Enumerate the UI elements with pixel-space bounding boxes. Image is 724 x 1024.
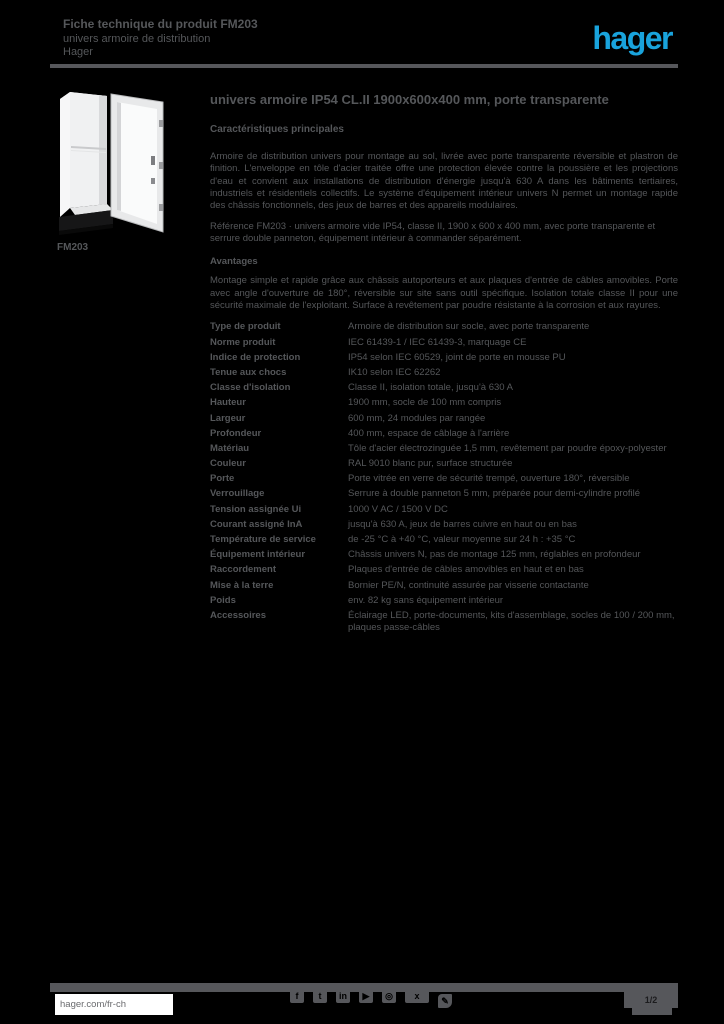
spec-row: Type de produit Armoire de distribution s… xyxy=(210,321,678,333)
spec-value: Armoire de distribution sur socle, avec … xyxy=(348,321,590,333)
spec-label: Profondeur xyxy=(210,427,262,439)
spec-value: IEC 61439-1 / IEC 61439-3, marquage CE xyxy=(348,336,527,348)
xing-icon[interactable]: x xyxy=(405,989,429,1003)
youtube-icon[interactable]: ▶ xyxy=(359,989,373,1003)
product-title: univers armoire IP54 CL.II 1900x600x400 … xyxy=(210,92,609,107)
spec-label: Type de produit xyxy=(210,321,281,333)
characteristics-table: Type de produit Armoire de distribution s… xyxy=(210,321,678,633)
header-divider xyxy=(50,64,678,68)
spec-row: Largeur 600 mm, 24 modules par rangée xyxy=(210,413,678,425)
enclosure-illustration xyxy=(59,92,164,235)
spec-value: Porte vitrée en verre de sécurité trempé… xyxy=(348,473,630,485)
spec-row: Raccordement Plaques d'entrée de câbles a… xyxy=(210,564,678,576)
header-title-line3: Hager xyxy=(63,46,93,58)
section-heading: Avantages xyxy=(210,256,258,268)
spec-label: Tenue aux chocs xyxy=(210,366,287,378)
spec-value: IK10 selon IEC 62262 xyxy=(348,366,441,378)
page-number-tab xyxy=(632,1008,672,1015)
spec-row: Matériau Tôle d'acier électrozinguée 1,5 … xyxy=(210,443,678,455)
spec-label: Mise à la terre xyxy=(210,579,274,591)
spec-value: 400 mm, espace de câblage à l'arrière xyxy=(348,427,510,439)
spec-value: RAL 9010 blanc pur, surface structurée xyxy=(348,458,513,470)
spec-value: Serrure à double panneton 5 mm, préparée… xyxy=(348,488,641,500)
twitter-icon[interactable]: t xyxy=(313,989,327,1003)
spec-label: Porte xyxy=(210,473,235,485)
spec-label: Couleur xyxy=(210,458,246,470)
page-number-badge: 1/2 xyxy=(624,992,678,1008)
linkedin-icon[interactable]: in xyxy=(336,989,350,1003)
spec-label: Norme produit xyxy=(210,336,276,348)
spec-row: Température de service de -25 °C à +40 °C… xyxy=(210,534,678,546)
spec-row: Équipement intérieur Châssis univers N, p… xyxy=(210,549,678,561)
spec-value: Plaques d'entrée de câbles amovibles en … xyxy=(348,564,584,576)
product-subtitle: Caractéristiques principales xyxy=(210,124,344,135)
header-title-line2: univers armoire de distribution xyxy=(63,33,211,45)
spec-row: Accessoires Éclairage LED, porte-document… xyxy=(210,610,678,633)
spec-row: Profondeur 400 mm, espace de câblage à l'… xyxy=(210,428,678,440)
hager-logo: hager xyxy=(592,20,673,56)
spec-label: Poids xyxy=(210,594,236,606)
spec-value: Classe II, isolation totale, jusqu'à 630… xyxy=(348,382,513,394)
spec-label: Indice de protection xyxy=(210,351,301,363)
spec-label: Verrouillage xyxy=(210,488,265,500)
header-title-line1: Fiche technique du produit FM203 xyxy=(63,17,258,31)
spec-label: Température de service xyxy=(210,534,316,545)
spec-label: Accessoires xyxy=(210,609,266,621)
spec-value: Éclairage LED, porte-documents, kits d'a… xyxy=(348,609,675,633)
spec-row: Mise à la terre Bornier PE/N, continuité … xyxy=(210,580,678,592)
spec-row: Couleur RAL 9010 blanc pur, surface struc… xyxy=(210,458,678,470)
spec-row: Tension assignée Ui 1000 V AC / 1500 V DC xyxy=(210,504,678,516)
spec-value: Tôle d'acier électrozinguée 1,5 mm, revê… xyxy=(348,442,667,454)
spec-value: 1000 V AC / 1500 V DC xyxy=(348,503,448,515)
spec-row: Classe d'isolation Classe II, isolation t… xyxy=(210,382,678,394)
instagram-icon[interactable]: ◎ xyxy=(382,989,396,1003)
facebook-icon[interactable]: f xyxy=(290,989,304,1003)
intro-paragraph: Armoire de distribution univers pour mon… xyxy=(210,151,678,212)
spec-value: jusqu'à 630 A, jeux de barres cuivre en … xyxy=(348,518,577,530)
spec-value: de -25 °C à +40 °C, valeur moyenne sur 2… xyxy=(348,534,576,545)
spec-row: Courant assigné InA jusqu'à 630 A, jeux d… xyxy=(210,519,678,531)
spec-label: Courant assigné InA xyxy=(210,518,303,530)
signature-icon[interactable]: ✎ xyxy=(438,994,452,1008)
spec-label: Matériau xyxy=(210,442,250,454)
benefits-paragraph: Montage simple et rapide grâce aux châss… xyxy=(210,275,678,312)
spec-label: Classe d'isolation xyxy=(210,382,291,394)
spec-row: Porte Porte vitrée en verre de sécurité t… xyxy=(210,473,678,485)
spec-row: Indice de protection IP54 selon IEC 60529… xyxy=(210,352,678,364)
spec-value: 1900 mm, socle de 100 mm compris xyxy=(348,397,502,409)
spec-value: Bornier PE/N, continuité assurée par vis… xyxy=(348,579,589,591)
main-content: univers armoire IP54 CL.II 1900x600x400 … xyxy=(210,92,678,637)
footer-divider xyxy=(50,983,678,992)
spec-row: Hauteur 1900 mm, socle de 100 mm compris xyxy=(210,397,678,409)
spec-label: Tension assignée Ui xyxy=(210,503,302,515)
header: Fiche technique du produit FM203 univers… xyxy=(63,17,393,59)
spec-row: Poids env. 82 kg sans équipement intérieu… xyxy=(210,595,678,607)
spec-label: Hauteur xyxy=(210,397,246,409)
product-reference-caption: FM203 xyxy=(57,242,89,253)
reference-line: Référence FM203 · univers armoire vide I… xyxy=(210,221,656,245)
spec-label: Raccordement xyxy=(210,564,276,576)
spec-label: Largeur xyxy=(210,412,246,424)
website-link[interactable]: hager.com/fr-ch xyxy=(55,994,173,1015)
spec-value: 600 mm, 24 modules par rangée xyxy=(348,412,486,424)
spec-value: env. 82 kg sans équipement intérieur xyxy=(348,594,504,606)
spec-row: Norme produit IEC 61439-1 / IEC 61439-3, … xyxy=(210,337,678,349)
product-image xyxy=(55,86,167,238)
spec-value: IP54 selon IEC 60529, joint de porte en … xyxy=(348,351,566,363)
spec-row: Tenue aux chocs IK10 selon IEC 62262 xyxy=(210,367,678,379)
spec-value: Châssis univers N, pas de montage 125 mm… xyxy=(348,549,641,561)
spec-label: Équipement intérieur xyxy=(210,549,306,561)
spec-row: Verrouillage Serrure à double panneton 5 … xyxy=(210,488,678,500)
